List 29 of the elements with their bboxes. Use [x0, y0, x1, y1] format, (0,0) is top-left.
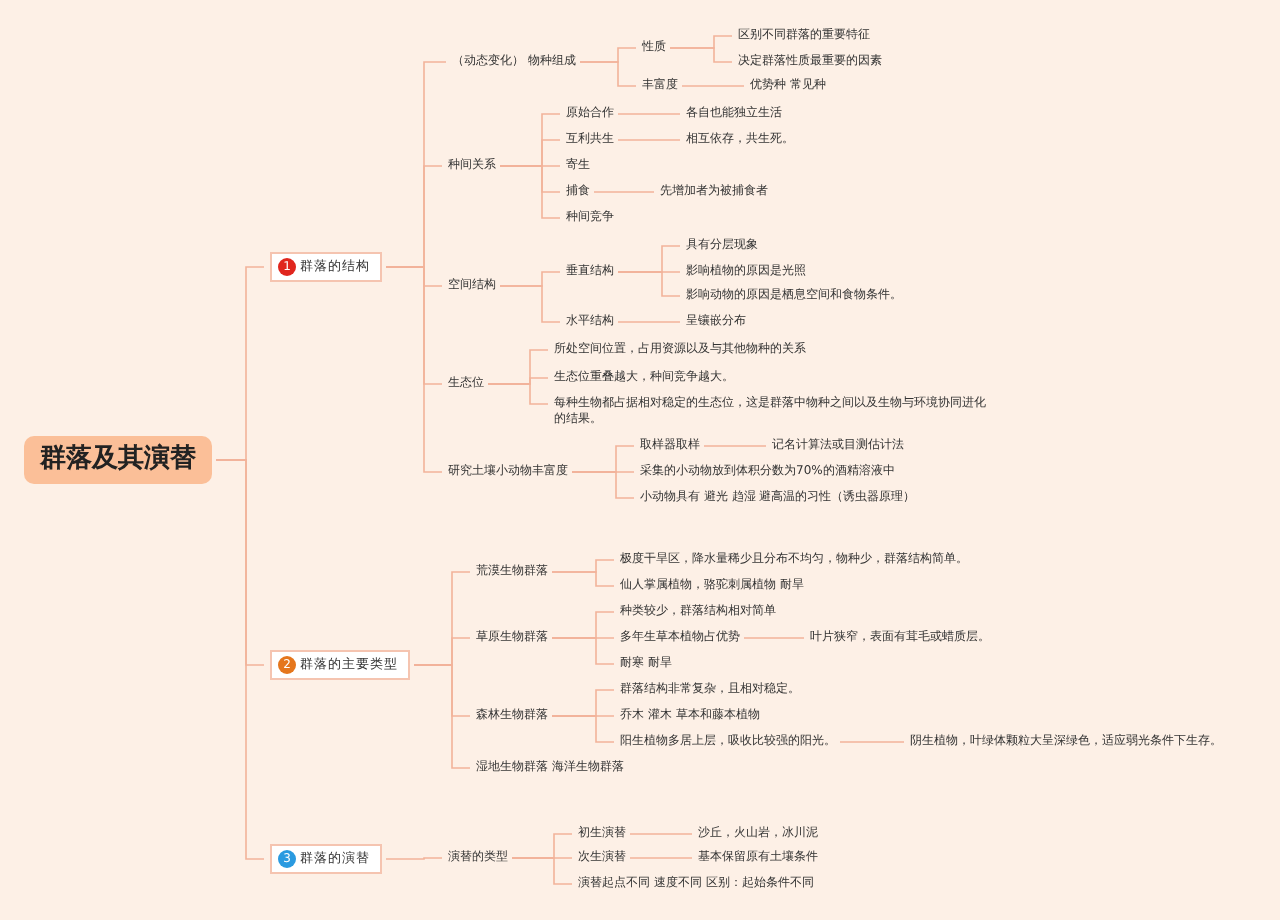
connector-line — [551, 715, 615, 743]
connector-line — [629, 833, 693, 835]
topic-box — [270, 843, 382, 873]
root-topic-box: 群落及其演替 — [24, 436, 212, 484]
connector-line — [743, 637, 805, 639]
connector-line — [617, 271, 681, 297]
connector-line — [551, 637, 615, 665]
connector-line — [617, 113, 681, 115]
connector-line — [669, 47, 733, 63]
connector-line — [579, 61, 637, 87]
connector-line — [617, 139, 681, 141]
connector-line — [681, 85, 745, 87]
connector-line — [629, 857, 693, 859]
connector-line — [551, 571, 615, 587]
connector-line — [385, 857, 443, 860]
connector-line — [703, 445, 767, 447]
connector-line — [487, 383, 549, 405]
connector-line — [499, 165, 561, 219]
connector-line — [215, 459, 265, 860]
connector-line — [385, 266, 443, 473]
topic-box — [270, 251, 382, 281]
connector-line — [593, 191, 655, 193]
connector-line — [413, 664, 471, 769]
connector-line — [571, 471, 635, 499]
connector-line — [839, 741, 905, 743]
topic-box — [270, 649, 410, 679]
connector-line — [617, 321, 681, 323]
connector-line — [511, 857, 573, 885]
connector-line — [499, 285, 561, 323]
